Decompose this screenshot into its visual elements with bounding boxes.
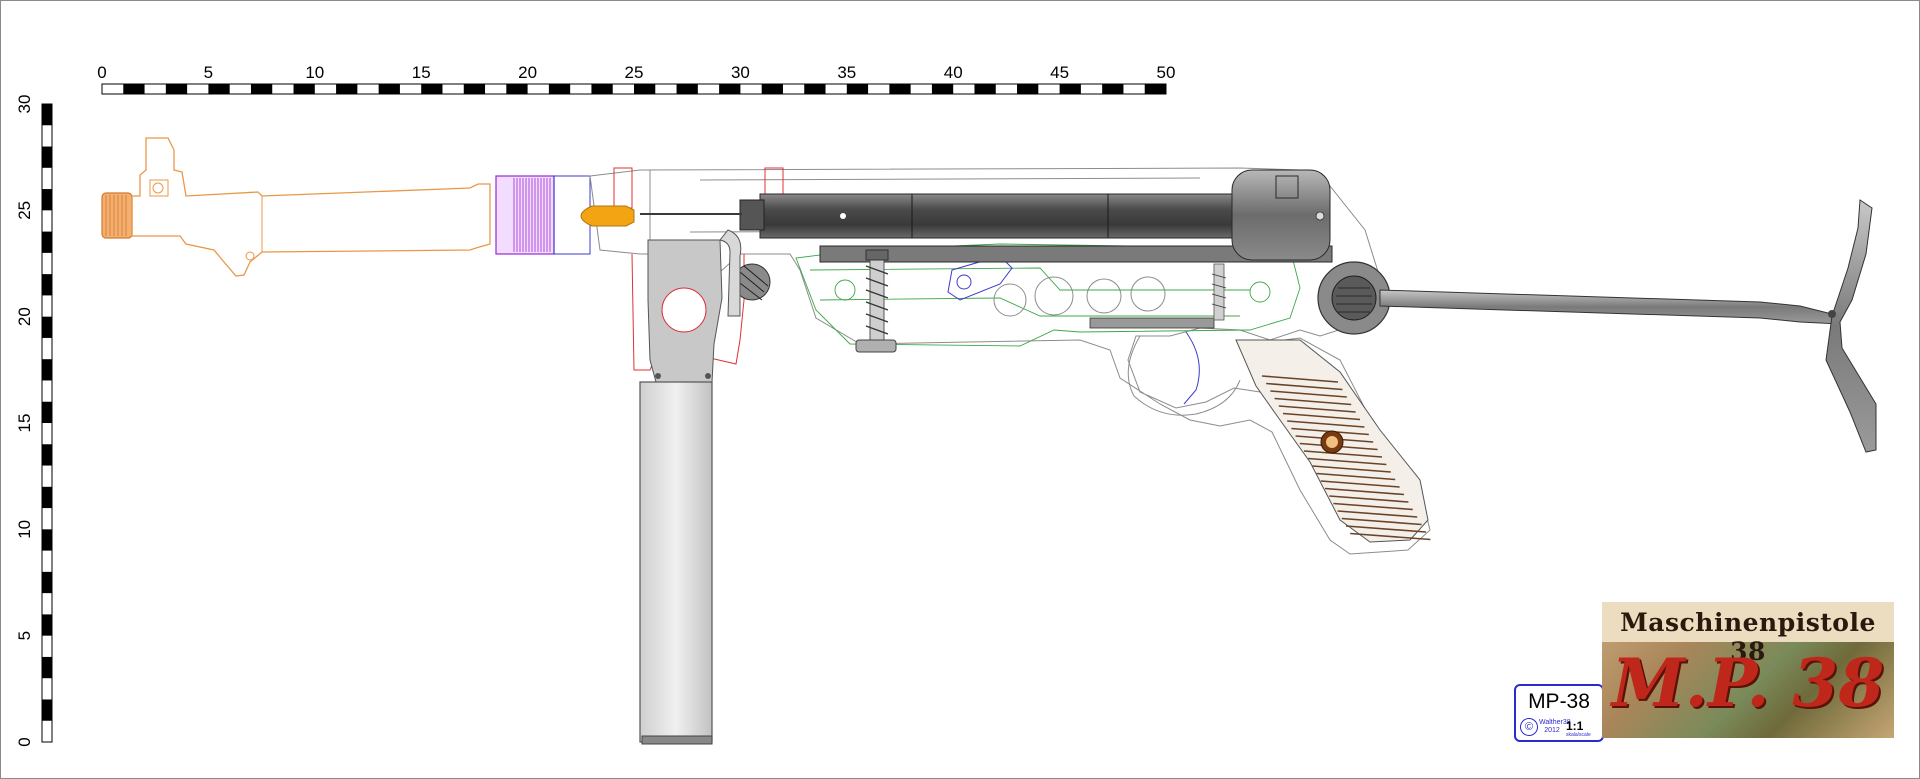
ruler-segment bbox=[761, 84, 783, 94]
ruler-segment bbox=[42, 359, 52, 381]
ruler-segment bbox=[378, 84, 400, 94]
ruler-label: 30 bbox=[731, 63, 750, 82]
title-block: Maschinenpistole 38 M.P. 38 bbox=[1602, 602, 1894, 738]
ruler-label: 40 bbox=[944, 63, 963, 82]
ruler-segment bbox=[1102, 84, 1124, 94]
pistol-grip bbox=[1235, 339, 1431, 543]
ruler-segment bbox=[42, 444, 52, 466]
muzzle-nut bbox=[101, 192, 133, 239]
ruler-segment bbox=[293, 84, 315, 94]
title-german-name: Maschinenpistole 38 bbox=[1620, 608, 1876, 666]
ruler-segment bbox=[1144, 84, 1166, 94]
badge-scale: 1:1 bbox=[1566, 719, 1584, 733]
scale-badge: MP-38 © Walther38 2012 1:1 skala/scale bbox=[1514, 684, 1604, 742]
ruler-segment bbox=[804, 84, 826, 94]
badge-author: Walther38 2012 bbox=[1539, 719, 1571, 735]
trigger-guard-outline bbox=[1127, 335, 1241, 416]
ruler-segment bbox=[250, 84, 273, 94]
ruler-label: 35 bbox=[837, 63, 856, 82]
firing-pin-and-cartridge bbox=[580, 205, 742, 227]
ruler-segment bbox=[42, 274, 52, 296]
bolt-tube bbox=[739, 169, 1333, 329]
barrel-outline bbox=[131, 137, 491, 277]
ruler-segment bbox=[974, 84, 996, 94]
ruler-label: 10 bbox=[15, 520, 34, 539]
sear-outline bbox=[947, 255, 1200, 405]
ruler-label: 25 bbox=[625, 63, 644, 82]
recoil-spring bbox=[855, 249, 897, 353]
ruler-segment bbox=[336, 84, 358, 94]
ruler-segment bbox=[42, 316, 52, 338]
receiver-end-cap bbox=[1231, 169, 1331, 261]
ruler-segment bbox=[42, 614, 52, 636]
title-model-name: M.P. 38 bbox=[1611, 644, 1885, 722]
ruler-segment bbox=[42, 104, 52, 126]
ruler-segment bbox=[42, 401, 52, 423]
ruler-label: 30 bbox=[15, 95, 34, 114]
ruler-segment bbox=[1017, 84, 1039, 94]
ruler-segment bbox=[548, 84, 571, 94]
butt-plate bbox=[1825, 199, 1877, 453]
copyright-icon: © bbox=[1520, 718, 1538, 736]
badge-model-name: MP-38 bbox=[1528, 690, 1590, 713]
ruler-label: 0 bbox=[15, 737, 34, 746]
ruler-segment bbox=[42, 486, 52, 509]
badge-scale-label: skala/scale bbox=[1566, 732, 1591, 738]
vertical-scale-ruler bbox=[41, 103, 53, 743]
horizontal-scale-labels: 0 5 10 15 20 25 30 35 40 45 50 bbox=[97, 63, 1175, 82]
ruler-segment bbox=[1059, 84, 1081, 94]
horizontal-scale-ruler bbox=[101, 83, 1167, 95]
ruler-segment bbox=[931, 84, 954, 94]
ruler-segment bbox=[42, 231, 52, 253]
ruler-segment bbox=[676, 84, 698, 94]
ruler-segment bbox=[42, 699, 52, 721]
ruler-label: 15 bbox=[15, 414, 34, 433]
magazine-release-knob bbox=[719, 229, 771, 317]
badge-year: 2012 bbox=[1544, 727, 1560, 734]
ruler-label: 10 bbox=[305, 63, 324, 82]
ruler-segment bbox=[42, 571, 52, 594]
ruler-segment bbox=[208, 84, 230, 94]
barrel-assembly bbox=[101, 137, 491, 277]
ruler-segment bbox=[123, 84, 145, 94]
ruler-label: 25 bbox=[15, 201, 34, 220]
frame-lightening-holes bbox=[993, 276, 1166, 317]
ruler-segment bbox=[591, 84, 613, 94]
ruler-label: 20 bbox=[15, 307, 34, 326]
trigger-spring bbox=[1211, 263, 1227, 321]
cartridge bbox=[580, 205, 635, 227]
ruler-label: 20 bbox=[518, 63, 537, 82]
ruler-label: 45 bbox=[1050, 63, 1069, 82]
ruler-label: 50 bbox=[1157, 63, 1176, 82]
ruler-segment bbox=[421, 84, 443, 94]
title-top-band bbox=[1602, 602, 1894, 642]
ruler-segment bbox=[42, 529, 52, 551]
ruler-label: 15 bbox=[412, 63, 431, 82]
folding-stock bbox=[1317, 199, 1877, 453]
ruler-label: 5 bbox=[204, 63, 213, 82]
ruler-segment bbox=[634, 84, 656, 94]
ruler-segment bbox=[719, 84, 741, 94]
vertical-scale-labels: 30 25 20 15 10 5 0 bbox=[15, 95, 34, 747]
badge-author-name: Walther38 bbox=[1539, 719, 1571, 726]
ruler-segment bbox=[506, 84, 528, 94]
magazine bbox=[639, 239, 723, 745]
ruler-segment bbox=[42, 656, 52, 679]
ruler-segment bbox=[889, 84, 911, 94]
ruler-label: 5 bbox=[15, 631, 34, 640]
ruler-segment bbox=[846, 84, 869, 94]
ruler-segment bbox=[165, 84, 188, 94]
barrel-nut bbox=[495, 175, 591, 255]
ruler-segment bbox=[42, 146, 52, 168]
ruler-segment bbox=[463, 84, 486, 94]
ruler-label: 0 bbox=[97, 63, 106, 82]
ruler-segment bbox=[42, 189, 52, 211]
